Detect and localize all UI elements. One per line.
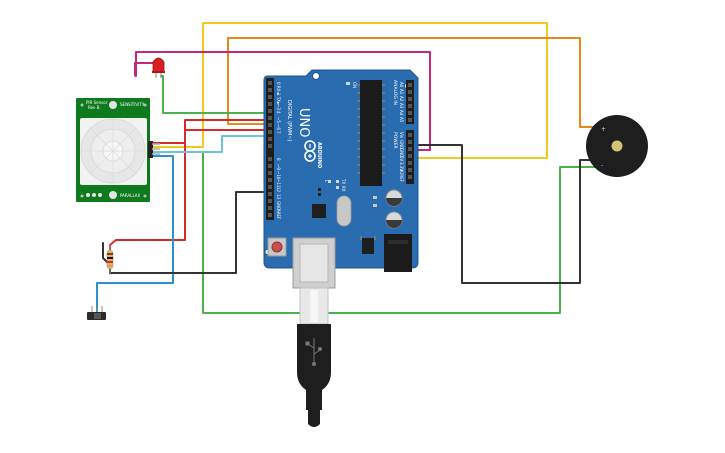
arduino-uno-board[interactable]: 0 RX◄ 1 TX► ~3 4 ~5 ~6 7 8 ~9 ~10 ~11 12… (263, 69, 419, 289)
arduino-logo-icon (304, 140, 316, 162)
digital-pin-labels: 0 RX◄ 1 TX► ~3 4 ~5 ~6 7 8 ~9 ~10 ~11 12… (276, 82, 281, 220)
pin-label-gnd: GND (276, 201, 281, 210)
power-pin-labels: Vin GND GND 5V 3.3V IOREF (399, 132, 404, 183)
pin-label-11: ~11 (276, 179, 281, 188)
wire-magenta[interactable] (134, 51, 431, 151)
wire-green-bottom[interactable] (202, 151, 601, 314)
power-pin-vin: Vin (399, 132, 404, 139)
analog-pin-a5: A5 (399, 117, 404, 123)
board-model-label: UNO (296, 108, 311, 137)
wire-yellow[interactable] (151, 22, 548, 159)
power-pin-gnd1: GND (399, 140, 404, 149)
wire-orange[interactable] (227, 37, 596, 128)
analog-pin-labels: A0 A1 A2 A3 A4 A5 (399, 82, 404, 123)
pin-label-0: 0 RX◄ (276, 82, 281, 95)
usb-chip (312, 204, 326, 218)
pir-subtitle: Rev B (88, 105, 100, 110)
analog-pin-a0: A0 (399, 82, 404, 88)
power-pin-5v: 5V (399, 156, 404, 162)
crystal (336, 195, 352, 227)
wire-black-right[interactable] (409, 144, 601, 284)
power-pin-ioref: IOREF (399, 170, 404, 183)
pin-label-1: 1 TX► (276, 93, 281, 106)
pin-label-7: 7 (276, 131, 281, 134)
pin-label-4: 4 (276, 111, 281, 114)
slide-switch[interactable] (87, 306, 106, 320)
pin-label-aref: AREF (276, 209, 281, 220)
pin-label-8: 8 (276, 158, 281, 161)
pir-sensor[interactable]: PIR Sensor Rev B SENSITIVITY PARALLAX (76, 98, 160, 202)
analog-pin-a3: A3 (399, 103, 404, 109)
pir-brand-label: PARALLAX (120, 193, 141, 198)
power-pin-gnd2: GND (399, 148, 404, 157)
atmega-chip (360, 80, 382, 186)
on-label: ON (352, 82, 357, 88)
usb-cable[interactable] (297, 287, 331, 427)
pin-label-5: ~5 (276, 117, 281, 123)
wire-cyan[interactable] (151, 135, 271, 153)
power-pin-3v3: 3.3V (399, 162, 404, 171)
pin-label-12: 12 (276, 187, 281, 193)
icsp-header (318, 188, 321, 196)
resistor[interactable] (106, 245, 114, 275)
pir-sensitivity-label: SENSITIVITY (120, 102, 145, 107)
analog-section-label: ANALOG IN (392, 80, 398, 105)
analog-pin-a4: A4 (399, 110, 404, 116)
board-brand-label: ARDUINO (316, 142, 322, 168)
led[interactable] (152, 57, 165, 78)
pin-label-13: 13 (276, 194, 281, 200)
buzzer-plus-label: + (601, 126, 606, 133)
wire-green-led[interactable] (160, 75, 271, 114)
buzzer-minus-label: - (601, 162, 603, 169)
wire-blue[interactable] (96, 155, 174, 314)
analog-pin-a2: A2 (399, 96, 404, 102)
l-label: L (324, 180, 329, 183)
digital-header-pins (268, 81, 272, 217)
pin-label-9: ~9 (276, 164, 281, 170)
digital-section-label: DIGITAL (PWM~) (286, 100, 292, 142)
tx-label: TX (341, 178, 346, 184)
piezo-buzzer[interactable]: + - (586, 115, 648, 177)
rx-label: RX (341, 186, 346, 192)
pir-title: PIR Sensor (86, 100, 108, 105)
wire-black-left[interactable] (102, 191, 271, 274)
wires (96, 22, 601, 314)
usb-symbol-icon (305, 338, 322, 366)
pin-label-10: ~10 (276, 171, 281, 180)
pin-label-3: ~3 (276, 104, 281, 110)
power-section-label: POWER (392, 132, 398, 149)
pin-label-6: ~6 (276, 124, 281, 130)
dc-power-jack[interactable] (384, 234, 412, 272)
analog-pin-a1: A1 (399, 89, 404, 95)
voltage-regulator (362, 238, 374, 254)
buzzer-center (611, 140, 623, 152)
